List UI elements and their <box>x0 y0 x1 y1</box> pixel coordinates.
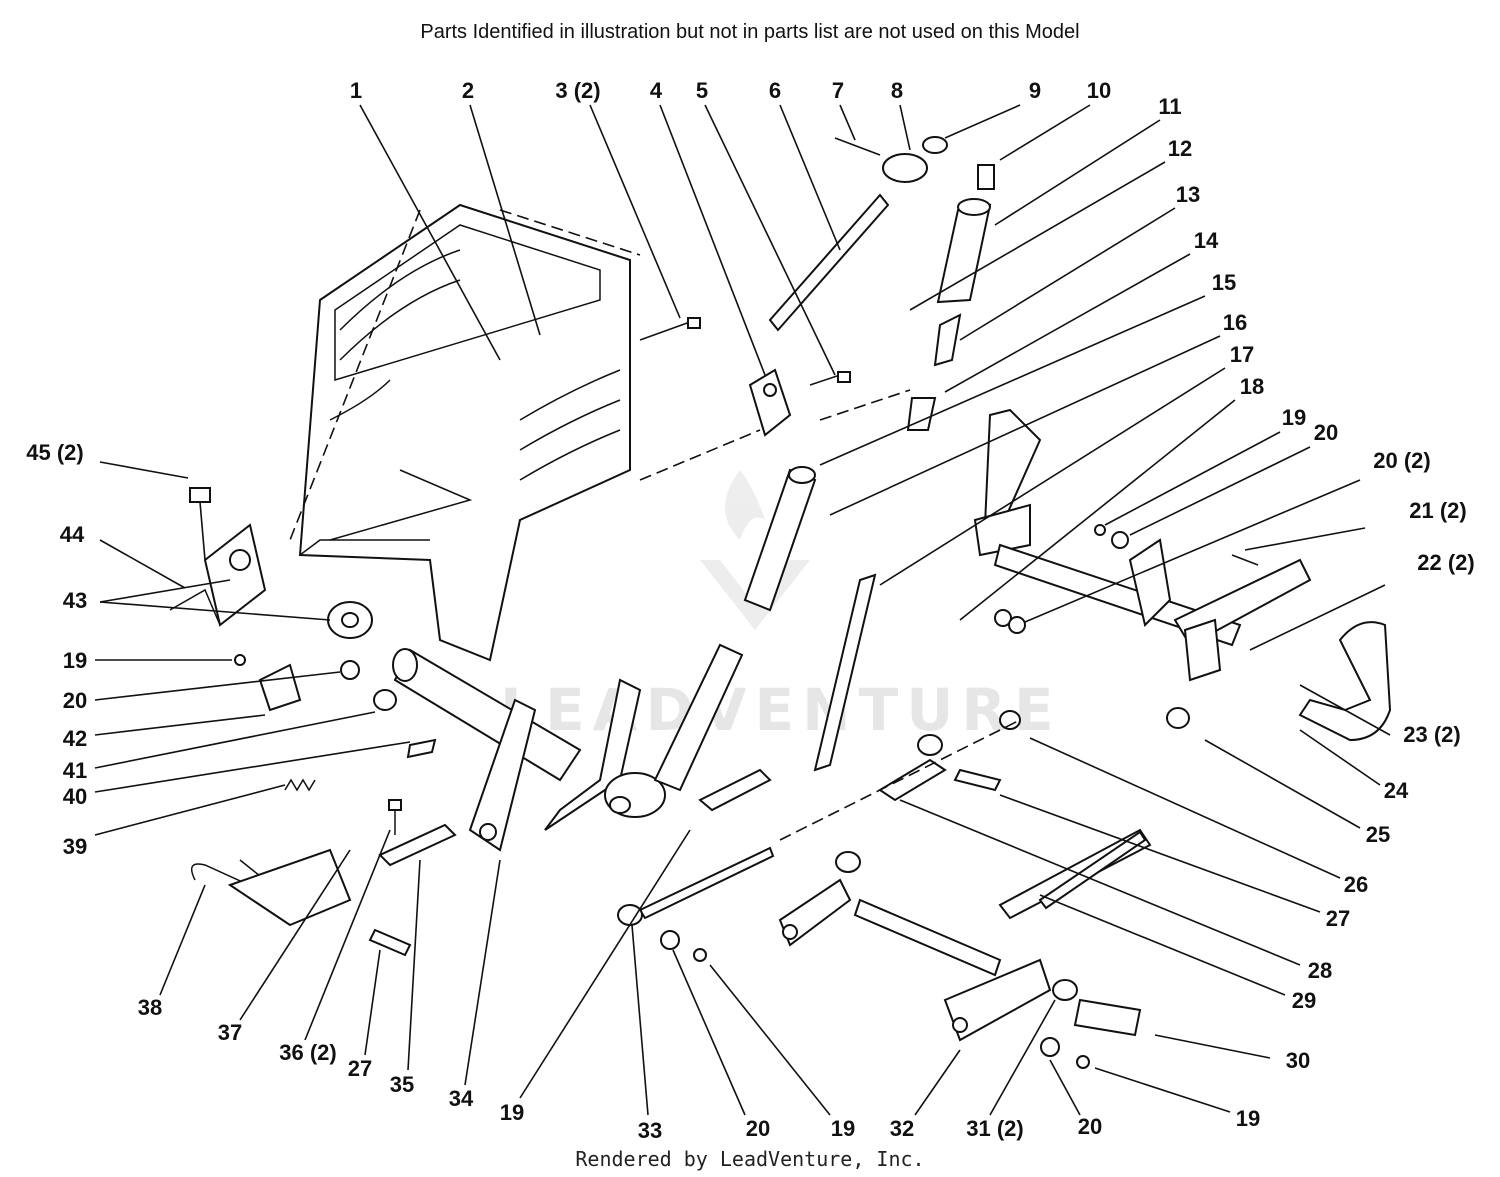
callout-36-2: 36 (2) <box>279 1040 336 1065</box>
callout-2: 2 <box>462 78 474 103</box>
callout-1: 1 <box>350 78 362 103</box>
callout-7: 7 <box>832 78 844 103</box>
lower-linkage <box>778 828 1152 1042</box>
callout-9: 9 <box>1029 78 1041 103</box>
spring-and-links <box>190 778 457 957</box>
callout-39: 39 <box>63 834 87 859</box>
callout-20-b: 20 <box>1078 1114 1102 1139</box>
callout-18: 18 <box>1240 374 1264 399</box>
callout-30: 30 <box>1286 1048 1310 1073</box>
callout-42: 42 <box>63 726 87 751</box>
callout-23-2: 23 (2) <box>1403 722 1460 747</box>
callout-22-2: 22 (2) <box>1417 550 1474 575</box>
callout-31-2: 31 (2) <box>966 1116 1023 1141</box>
callout-5: 5 <box>696 78 708 103</box>
crank-linkage <box>973 408 1392 742</box>
callout-19-d: 19 <box>500 1100 524 1125</box>
callout-15: 15 <box>1212 270 1236 295</box>
callout-20-2: 20 (2) <box>1373 448 1430 473</box>
callout-27-a: 27 <box>1326 906 1350 931</box>
threaded-rods <box>638 830 1147 920</box>
callout-20-c: 20 <box>746 1116 770 1141</box>
callout-32: 32 <box>890 1116 914 1141</box>
callout-29: 29 <box>1292 988 1316 1013</box>
callout-8: 8 <box>891 78 903 103</box>
callout-20-a: 20 <box>1314 420 1338 445</box>
callout-28: 28 <box>1308 958 1332 983</box>
callout-12: 12 <box>1168 136 1192 161</box>
callout-26: 26 <box>1344 872 1368 897</box>
callout-6: 6 <box>769 78 781 103</box>
footer-credit: Rendered by LeadVenture, Inc. <box>575 1147 924 1171</box>
callout-13: 13 <box>1176 182 1200 207</box>
callout-43: 43 <box>63 588 87 613</box>
callout-34: 34 <box>449 1086 474 1111</box>
watermark-logo <box>700 470 810 630</box>
callout-38: 38 <box>138 995 162 1020</box>
console-housing <box>289 203 641 662</box>
callout-20-d: 20 <box>63 688 87 713</box>
callout-44: 44 <box>60 522 85 547</box>
callout-25: 25 <box>1366 822 1390 847</box>
callout-45-2: 45 (2) <box>26 440 83 465</box>
callout-19-b: 19 <box>1236 1106 1260 1131</box>
callout-10: 10 <box>1087 78 1111 103</box>
callout-14: 14 <box>1194 228 1219 253</box>
callout-24: 24 <box>1384 778 1409 803</box>
callouts: 1 2 3 (2) 4 5 6 7 8 9 10 11 12 13 14 15 … <box>26 78 1474 1143</box>
callout-19-a: 19 <box>1282 405 1306 430</box>
callout-40: 40 <box>63 784 87 809</box>
header-note: Parts Identified in illustration but not… <box>420 21 1079 43</box>
callout-19-e: 19 <box>63 648 87 673</box>
bolts <box>388 317 1259 835</box>
handle-grip <box>906 164 995 431</box>
mounting-bracket <box>169 487 267 627</box>
callout-35: 35 <box>390 1072 414 1097</box>
watermark-text: LEADVENTURE <box>500 676 1062 744</box>
tube-parts <box>653 466 877 812</box>
callout-37: 37 <box>218 1020 242 1045</box>
shift-lever <box>768 136 948 332</box>
callout-41: 41 <box>63 758 87 783</box>
callout-33: 33 <box>638 1118 662 1143</box>
brake-lever <box>468 698 537 852</box>
callout-3-2: 3 (2) <box>555 78 600 103</box>
callout-11: 11 <box>1158 94 1181 119</box>
callout-16: 16 <box>1223 310 1247 335</box>
callout-4: 4 <box>650 78 663 103</box>
callout-17: 17 <box>1230 342 1254 367</box>
callout-19-c: 19 <box>831 1116 855 1141</box>
cam-plate <box>748 368 792 437</box>
callout-21-2: 21 (2) <box>1409 498 1466 523</box>
spacers-washers <box>234 524 1190 1069</box>
callout-27-b: 27 <box>348 1056 372 1081</box>
reference-lines <box>639 389 1021 841</box>
center-bracket <box>544 678 666 831</box>
bushing-43 <box>327 601 373 639</box>
